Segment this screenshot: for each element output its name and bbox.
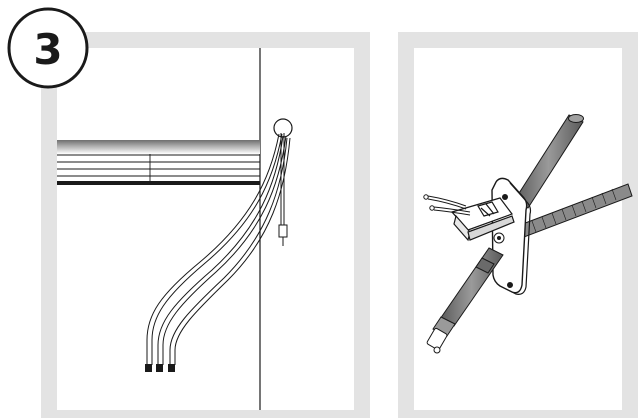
wall-window-blind-panel: [41, 32, 370, 418]
end-cap: [426, 316, 456, 354]
wire-leads: [423, 194, 471, 216]
step-number: 3: [33, 25, 62, 74]
plate-hole-top: [502, 194, 508, 200]
step-number-badge: 3: [7, 7, 89, 89]
blind-slats: [57, 154, 260, 182]
support-rod: [513, 114, 584, 209]
blind-headrail: [57, 140, 260, 154]
cord-end-tips: [145, 364, 175, 372]
left-panel-inner: [57, 48, 354, 410]
pull-cords: [146, 133, 291, 365]
clip-mechanism: [450, 197, 515, 242]
plate-hole-bottom: [507, 282, 513, 288]
bracket-assembly-panel: [398, 32, 638, 418]
mounting-hole-circle: [273, 118, 293, 138]
support-rod-lower: [439, 247, 504, 327]
blind-bottom-bar: [57, 181, 260, 185]
